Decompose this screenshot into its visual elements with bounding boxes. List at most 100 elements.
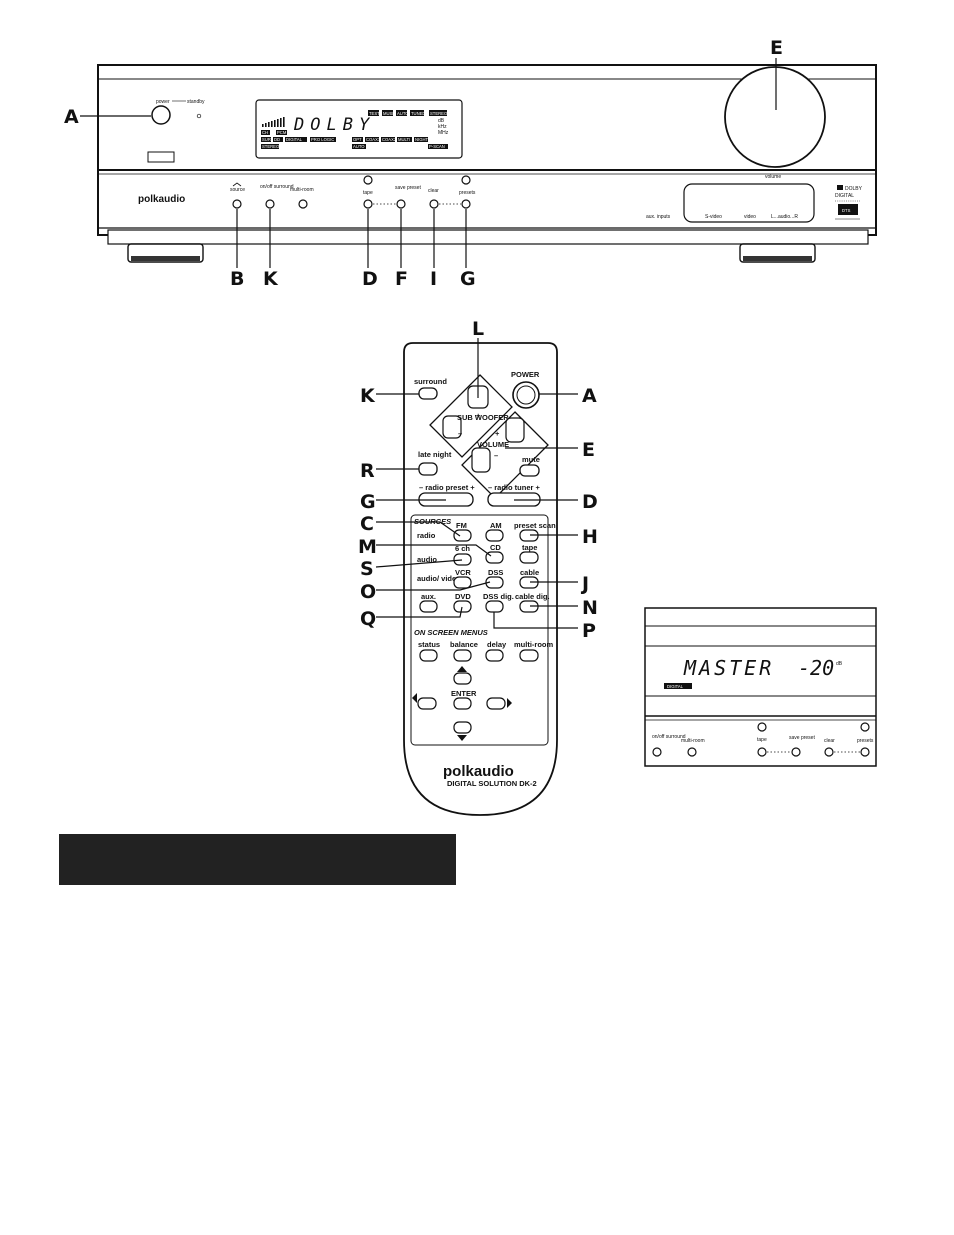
volume-label-remote: VOLUME xyxy=(477,440,509,449)
left-button[interactable] xyxy=(417,697,437,710)
inset-save-preset-label: save preset xyxy=(789,735,815,741)
callout-G: G xyxy=(460,268,476,290)
presets-down-button[interactable] xyxy=(461,199,471,209)
tape-button[interactable] xyxy=(519,551,539,564)
inset-multiroom-button[interactable] xyxy=(687,747,697,757)
right-arrow-icon xyxy=(507,698,512,708)
surround-label: on/off surround xyxy=(260,184,294,190)
status-button[interactable] xyxy=(419,649,438,662)
svg-text:DOLBY: DOLBY xyxy=(845,186,863,192)
save-preset-button[interactable] xyxy=(396,199,406,209)
svg-text:kHz: kHz xyxy=(438,124,447,130)
remote-late-night-button[interactable] xyxy=(418,462,438,476)
remote-callouts: L K R G C M S O Q A E D H J N P xyxy=(358,318,598,642)
svg-text:OPT: OPT xyxy=(353,137,362,142)
aux-button[interactable] xyxy=(419,600,438,613)
display-badges-top: TEST MUSIC AUTO TUNED STEREO xyxy=(368,110,448,116)
svg-text:multi-room: multi-room xyxy=(514,640,553,649)
inset-presets-label: presets xyxy=(857,738,874,744)
fm-button[interactable] xyxy=(453,529,472,542)
am-button[interactable] xyxy=(485,529,504,542)
clear-button[interactable] xyxy=(429,199,439,209)
svg-text:DTS: DTS xyxy=(842,208,851,213)
delay-button[interactable] xyxy=(485,649,504,662)
display-row4: STEREO AUTO P-SCAN xyxy=(261,144,448,149)
audio-video-group-label: audio/ video xyxy=(417,574,461,583)
subwoofer-label: SUB WOOFER xyxy=(457,413,509,422)
svg-text:–: – xyxy=(494,451,498,460)
up-arrow-icon xyxy=(457,666,467,672)
inset-tape-down-button[interactable] xyxy=(757,747,767,757)
tape-up-button[interactable] xyxy=(363,175,373,185)
callout-C: C xyxy=(360,513,374,535)
svg-text:TEST: TEST xyxy=(369,111,380,116)
inset-tape-up-button[interactable] xyxy=(757,722,767,732)
enter-button[interactable] xyxy=(453,697,472,710)
display-row3: SUR DD DIGITAL PRO LOGIC OPT COAX1 COAX2… xyxy=(261,137,428,142)
svg-text:PRO LOGIC: PRO LOGIC xyxy=(311,137,334,142)
volume-knob[interactable] xyxy=(724,66,826,168)
inset-clear-button[interactable] xyxy=(824,747,834,757)
power-button[interactable] xyxy=(151,105,171,125)
dvd-button[interactable] xyxy=(453,600,472,613)
remote-mute-button[interactable] xyxy=(519,464,540,477)
vcr-button[interactable] xyxy=(453,576,472,589)
callout-A-remote: A xyxy=(582,385,597,407)
ir-window xyxy=(147,151,175,163)
remote-brand: polkaudio xyxy=(443,763,514,780)
source-button[interactable] xyxy=(232,199,242,209)
up-button[interactable] xyxy=(453,672,472,685)
svg-text:TUNED: TUNED xyxy=(411,111,425,116)
standby-led xyxy=(196,113,202,119)
volume-rocker[interactable]: VOLUME + – xyxy=(461,411,549,499)
dolby-dts-logo: DOLBY DIGITAL DTS xyxy=(835,185,863,220)
inset-presets-up-button[interactable] xyxy=(860,722,870,732)
inset-tape-label: tape xyxy=(757,737,767,743)
balance-button[interactable] xyxy=(453,649,472,662)
down-arrow-icon xyxy=(457,735,467,741)
sources-panel xyxy=(410,514,549,746)
presets-up-button[interactable] xyxy=(461,175,471,185)
svg-text:delay: delay xyxy=(487,640,507,649)
remote-surround-button[interactable] xyxy=(418,387,438,400)
svg-text:DSS dig.: DSS dig. xyxy=(483,592,514,601)
radio-preset-label: – radio preset + xyxy=(419,483,475,492)
aux-inputs-label: aux. inputs xyxy=(646,214,671,220)
inset-display-text: MASTER xyxy=(683,656,774,680)
callout-H: H xyxy=(582,526,598,548)
right-button[interactable] xyxy=(486,697,506,710)
callout-B: B xyxy=(230,268,244,290)
receiver-front-panel: power standby DOLBY TEST MUSIC AUTO xyxy=(97,64,877,263)
level-meter xyxy=(262,117,285,127)
svg-text:CD: CD xyxy=(490,543,501,552)
6ch-button[interactable] xyxy=(453,553,472,566)
multiroom-button[interactable] xyxy=(298,199,308,209)
inset-save-preset-button[interactable] xyxy=(791,747,801,757)
inset-display-value: -20 xyxy=(798,656,834,680)
inset-surround-button[interactable] xyxy=(652,747,662,757)
callout-R: R xyxy=(360,460,375,482)
remote-mute-label: mute xyxy=(522,455,540,464)
tape-down-button[interactable] xyxy=(363,199,373,209)
svg-text:status: status xyxy=(418,640,440,649)
svg-text:FM: FM xyxy=(456,521,467,530)
multi-room-button[interactable] xyxy=(519,649,539,662)
section-header-bar xyxy=(59,834,456,885)
svg-text:VCR: VCR xyxy=(455,568,471,577)
svg-text:PCM: PCM xyxy=(277,130,287,135)
svg-text:MULTI: MULTI xyxy=(398,137,410,142)
callout-J: J xyxy=(580,573,589,595)
surround-button[interactable] xyxy=(265,199,275,209)
remote-power-label: POWER xyxy=(511,370,540,379)
svg-text:AUTO: AUTO xyxy=(397,111,409,116)
svg-text:AM: AM xyxy=(490,521,502,530)
inset-presets-down-button[interactable] xyxy=(860,747,870,757)
menus-title: ON SCREEN MENUS xyxy=(414,628,488,637)
svg-text:MHz: MHz xyxy=(438,130,449,136)
down-button[interactable] xyxy=(453,721,472,734)
dss-dig-button[interactable] xyxy=(485,600,504,613)
display-row2: CH PCM xyxy=(261,130,287,135)
svg-text:DD: DD xyxy=(274,137,280,142)
svg-text:CH: CH xyxy=(262,130,268,135)
